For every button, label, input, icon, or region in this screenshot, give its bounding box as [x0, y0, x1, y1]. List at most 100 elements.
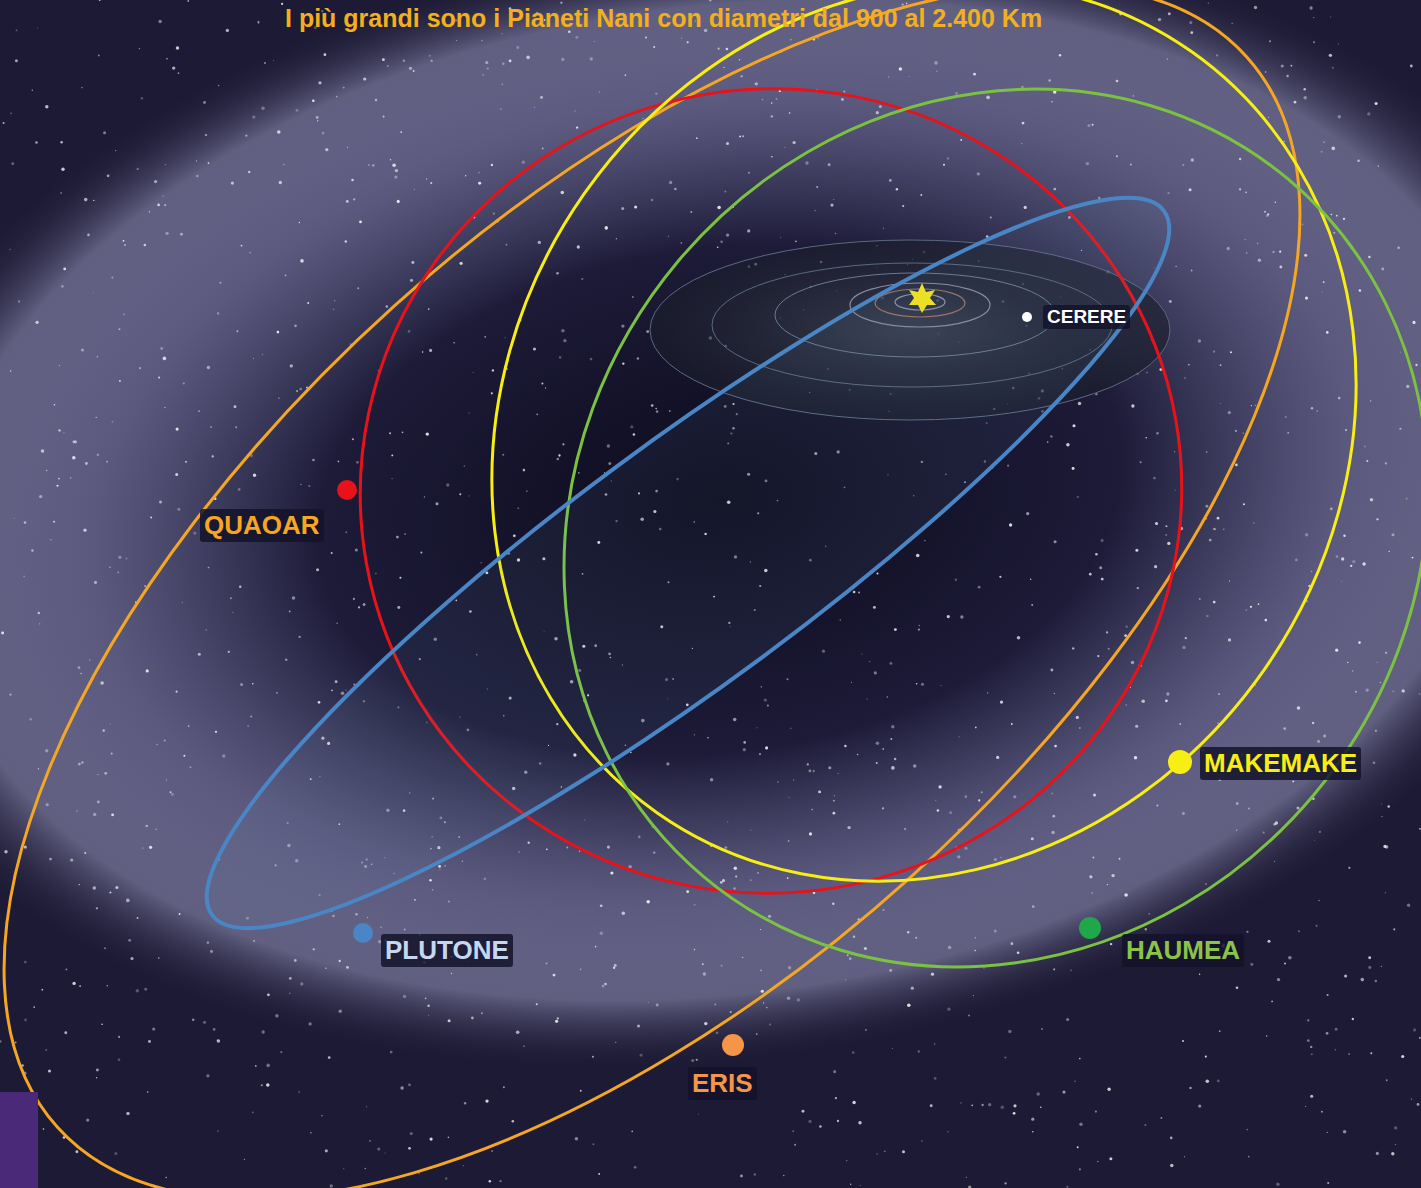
star — [76, 810, 78, 812]
star — [1287, 432, 1289, 434]
star — [793, 141, 796, 144]
star — [383, 116, 385, 118]
star — [1087, 124, 1090, 127]
star — [766, 1007, 768, 1009]
star — [1050, 669, 1053, 672]
star — [1296, 806, 1299, 809]
star — [814, 210, 815, 211]
star — [853, 591, 856, 594]
star — [964, 795, 967, 798]
star — [1315, 925, 1317, 927]
star — [459, 493, 461, 495]
star — [343, 1168, 344, 1169]
star — [1364, 446, 1366, 448]
star — [584, 819, 585, 820]
star — [35, 141, 38, 144]
star — [500, 108, 501, 109]
star — [1393, 928, 1395, 930]
star — [850, 1184, 851, 1185]
star — [367, 917, 368, 918]
star — [656, 1004, 659, 1007]
star — [1335, 1028, 1338, 1031]
star — [427, 1004, 430, 1007]
star — [187, 0, 189, 2]
star — [266, 1083, 270, 1087]
star — [409, 67, 412, 70]
star — [130, 957, 133, 960]
star — [31, 549, 33, 551]
star — [1092, 124, 1094, 126]
star — [492, 369, 494, 371]
star — [1199, 974, 1200, 975]
star — [336, 96, 338, 98]
star — [65, 968, 67, 970]
star — [261, 1084, 263, 1086]
star — [38, 612, 41, 615]
star — [1246, 1129, 1248, 1131]
star — [902, 1150, 905, 1153]
star — [906, 3, 908, 5]
star — [702, 963, 704, 965]
star — [289, 611, 291, 613]
star — [1385, 892, 1386, 893]
star — [318, 81, 321, 84]
star — [794, 1144, 796, 1146]
star — [577, 245, 580, 248]
star — [16, 29, 18, 31]
star — [542, 147, 544, 149]
star — [1031, 837, 1034, 840]
star — [1031, 604, 1033, 606]
star — [1054, 540, 1057, 543]
star — [119, 380, 121, 382]
star — [298, 1091, 299, 1092]
star — [1165, 699, 1168, 702]
star — [975, 727, 977, 729]
star — [80, 673, 81, 674]
star — [226, 29, 229, 32]
star — [1216, 54, 1218, 56]
star — [628, 865, 632, 869]
star — [841, 98, 844, 101]
star — [1054, 693, 1055, 694]
star — [818, 790, 821, 793]
star — [112, 421, 114, 423]
star — [877, 572, 879, 574]
star — [960, 139, 962, 141]
star — [1305, 1106, 1306, 1107]
star — [882, 748, 884, 750]
star — [694, 949, 696, 951]
star — [1054, 745, 1057, 748]
star — [39, 623, 40, 624]
star — [899, 67, 902, 70]
star — [217, 1039, 221, 1043]
star — [790, 39, 792, 41]
star — [1291, 65, 1293, 67]
star — [1116, 155, 1118, 157]
star — [1250, 963, 1253, 966]
star — [1170, 1137, 1173, 1140]
star — [690, 211, 692, 213]
star — [444, 865, 445, 866]
star — [725, 846, 728, 849]
star — [1072, 467, 1075, 470]
star — [296, 109, 299, 112]
star — [739, 59, 741, 61]
star — [206, 629, 207, 630]
star — [285, 275, 287, 277]
star — [249, 252, 251, 254]
star — [463, 1165, 464, 1166]
star — [413, 70, 415, 72]
star — [425, 998, 427, 1000]
star — [165, 1177, 166, 1178]
star — [53, 521, 55, 523]
star — [1220, 403, 1221, 404]
star — [1313, 17, 1314, 18]
star — [1217, 1080, 1220, 1083]
star — [761, 686, 762, 687]
star — [964, 847, 967, 850]
star — [787, 877, 789, 879]
star — [558, 454, 560, 456]
star — [435, 502, 438, 505]
star — [176, 46, 179, 49]
star — [432, 889, 433, 890]
